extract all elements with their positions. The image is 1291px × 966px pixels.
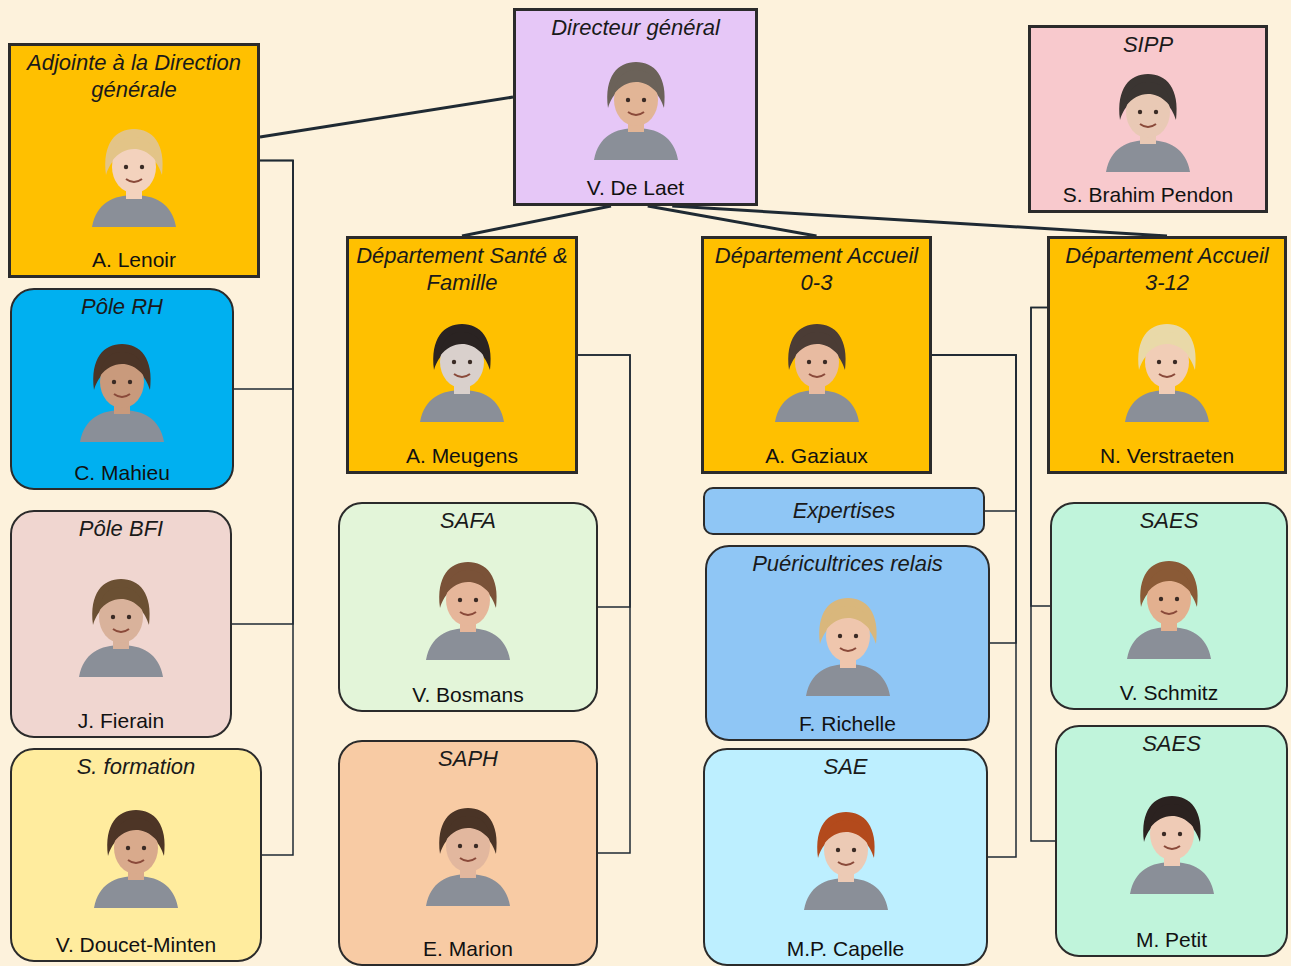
portrait-photo bbox=[798, 806, 894, 910]
org-connector bbox=[260, 161, 293, 856]
service-box: Expertises bbox=[703, 487, 985, 535]
unit-title: Département Accueil 0-3 bbox=[710, 243, 923, 297]
person-name: C. Mahieu bbox=[74, 460, 170, 485]
unit-title: SIPP bbox=[1123, 32, 1173, 59]
portrait-photo bbox=[800, 592, 896, 696]
org-connector bbox=[260, 97, 513, 137]
portrait-photo bbox=[73, 573, 169, 677]
unit-title: SAPH bbox=[438, 746, 498, 773]
service-box: S. formation V. Doucet-Minten bbox=[10, 748, 262, 962]
portrait-photo bbox=[86, 123, 182, 227]
person-name: E. Marion bbox=[423, 936, 513, 961]
service-box: SAPH E. Marion bbox=[338, 740, 598, 966]
person-name: V. Doucet-Minten bbox=[56, 932, 216, 957]
person-name: V. Bosmans bbox=[412, 682, 523, 707]
person-name: S. Brahim Pendon bbox=[1063, 182, 1233, 207]
person-name: A. Meugens bbox=[406, 443, 518, 468]
person-name: V. Schmitz bbox=[1120, 680, 1218, 705]
unit-title: Expertises bbox=[793, 498, 896, 525]
portrait-photo bbox=[74, 338, 170, 442]
unit-title: SAFA bbox=[440, 508, 496, 535]
portrait-photo bbox=[1100, 68, 1196, 172]
unit-title: SAES bbox=[1140, 508, 1199, 535]
unit-title: Département Santé & Famille bbox=[355, 243, 569, 297]
portrait-photo bbox=[88, 804, 184, 908]
person-name: M.P. Capelle bbox=[787, 936, 905, 961]
unit-title: S. formation bbox=[77, 754, 196, 781]
unit-title: SAES bbox=[1142, 731, 1201, 758]
department-box: Directeur général V. De Laet bbox=[513, 8, 758, 206]
person-name: J. Fierain bbox=[78, 708, 164, 733]
portrait-photo bbox=[769, 318, 865, 422]
department-box: Adjointe à la Direction générale A. Lenoi… bbox=[8, 43, 260, 278]
unit-title: Puéricultrices relais bbox=[752, 551, 943, 578]
unit-title: Pôle RH bbox=[81, 294, 163, 321]
unit-title: Département Accueil 3-12 bbox=[1056, 243, 1278, 297]
portrait-photo bbox=[1124, 790, 1220, 894]
service-box: SAFA V. Bosmans bbox=[338, 502, 598, 712]
portrait-photo bbox=[588, 56, 684, 160]
portrait-photo bbox=[1121, 555, 1217, 659]
portrait-photo bbox=[420, 802, 516, 906]
service-box: SAES M. Petit bbox=[1055, 725, 1288, 957]
portrait-photo bbox=[414, 318, 510, 422]
person-name: V. De Laet bbox=[587, 175, 684, 200]
portrait-photo bbox=[420, 556, 516, 660]
portrait-photo bbox=[1119, 318, 1215, 422]
department-box: Département Santé & Famille A. Meugens bbox=[346, 236, 578, 474]
person-name: N. Verstraeten bbox=[1100, 443, 1234, 468]
service-box: Puéricultrices relais F. Richelle bbox=[705, 545, 990, 741]
service-box: Pôle BFI J. Fierain bbox=[10, 510, 232, 738]
unit-title: SAE bbox=[823, 754, 867, 781]
unit-title: Directeur général bbox=[551, 15, 720, 42]
service-box: SAES V. Schmitz bbox=[1050, 502, 1288, 710]
unit-title: Adjointe à la Direction générale bbox=[17, 50, 251, 104]
department-box: Département Accueil 3-12 N. Verstraeten bbox=[1047, 236, 1287, 474]
person-name: A. Gaziaux bbox=[765, 443, 868, 468]
person-name: F. Richelle bbox=[799, 711, 896, 736]
unit-title: Pôle BFI bbox=[79, 516, 163, 543]
person-name: A. Lenoir bbox=[92, 247, 176, 272]
service-box: SAE M.P. Capelle bbox=[703, 748, 988, 966]
department-box: Département Accueil 0-3 A. Gaziaux bbox=[701, 236, 932, 474]
department-box: SIPP S. Brahim Pendon bbox=[1028, 25, 1268, 213]
service-box: Pôle RH C. Mahieu bbox=[10, 288, 234, 490]
org-connector bbox=[462, 206, 611, 236]
person-name: M. Petit bbox=[1136, 927, 1207, 952]
